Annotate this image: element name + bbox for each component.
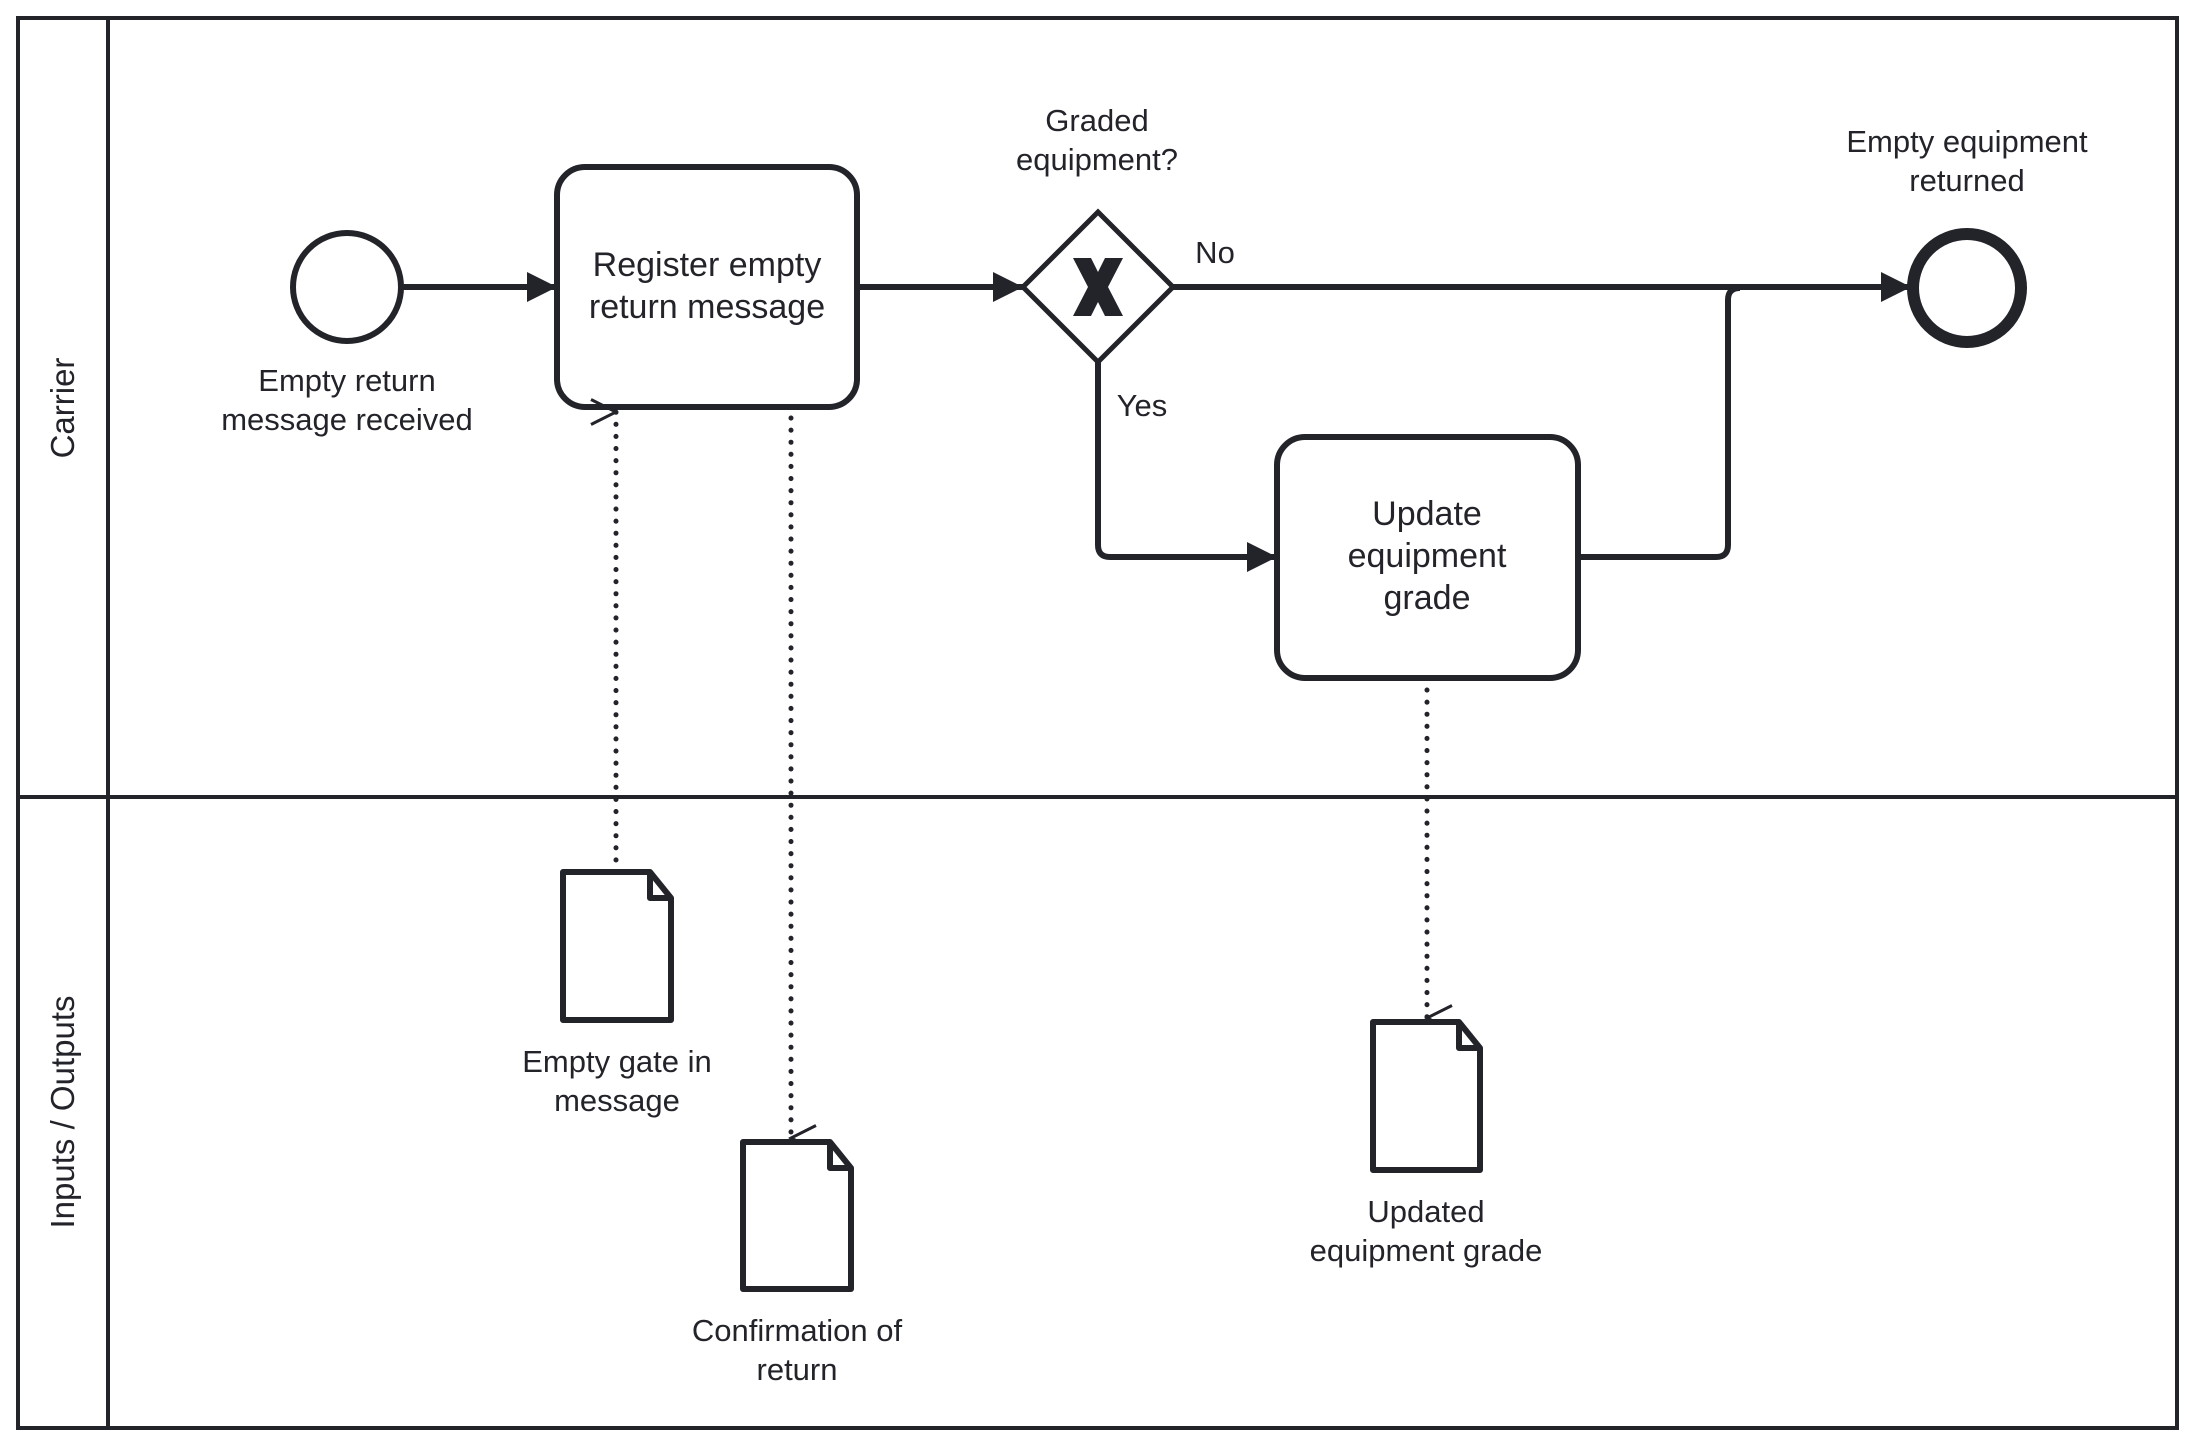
data-object-label-confirmation: Confirmation of return — [692, 1311, 902, 1389]
label-line: Empty gate in — [522, 1044, 712, 1079]
label-line: message received — [221, 402, 473, 437]
label-line: equipment? — [1015, 142, 1179, 177]
label-line: Graded — [1045, 103, 1149, 138]
data-object-empty-gate-in-message[interactable] — [560, 869, 674, 1023]
data-object-label-empty-gate-in: Empty gate in message — [522, 1042, 712, 1120]
document-icon — [740, 1139, 854, 1292]
document-icon — [560, 869, 674, 1023]
pool-frame — [16, 16, 2179, 1430]
task-register-empty-return-message[interactable] — [554, 164, 860, 410]
task-register-label: Register empty return message — [589, 244, 825, 328]
end-event-label: Empty equipment returned — [1846, 122, 2087, 200]
start-event[interactable] — [290, 230, 404, 344]
label-line: Empty equipment — [1846, 124, 2088, 159]
task-update-label: Update equipment grade — [1348, 493, 1507, 619]
flow-gateway-yes-to-update[interactable] — [1095, 362, 1277, 572]
document-icon — [1370, 1019, 1483, 1173]
label-line: Empty return — [258, 363, 436, 398]
start-event-label: Empty return message received — [221, 361, 473, 439]
label-line: equipment — [1347, 537, 1507, 575]
label-line: Register empty — [592, 246, 822, 284]
flow-label-no: No — [1195, 235, 1235, 270]
gateway-label: Graded equipment? — [1016, 101, 1178, 179]
data-object-updated-equipment-grade[interactable] — [1370, 1019, 1483, 1173]
label-line: grade — [1383, 579, 1471, 617]
label-line: return message — [588, 288, 826, 326]
label-line: returned — [1909, 163, 2025, 198]
data-object-label-updated-grade: Updated equipment grade — [1310, 1192, 1543, 1270]
label-line: Update — [1372, 495, 1482, 533]
data-object-confirmation-of-return[interactable] — [740, 1139, 854, 1292]
task-update-equipment-grade[interactable] — [1274, 434, 1581, 681]
flow-label-yes: Yes — [1116, 388, 1168, 423]
label-line: message — [554, 1083, 680, 1118]
label-line: equipment grade — [1309, 1233, 1543, 1268]
lane-label-carrier: Carrier — [44, 357, 81, 459]
label-line: Confirmation of — [691, 1313, 903, 1348]
label-line: Updated — [1367, 1194, 1485, 1229]
gateway-x-marker-icon — [1073, 258, 1123, 316]
lane-label-inputs-outputs: Inputs / Outputs — [44, 995, 81, 1229]
end-event[interactable] — [1907, 228, 2027, 348]
label-line: return — [756, 1352, 838, 1387]
flow-update-to-end[interactable] — [1578, 285, 1741, 560]
